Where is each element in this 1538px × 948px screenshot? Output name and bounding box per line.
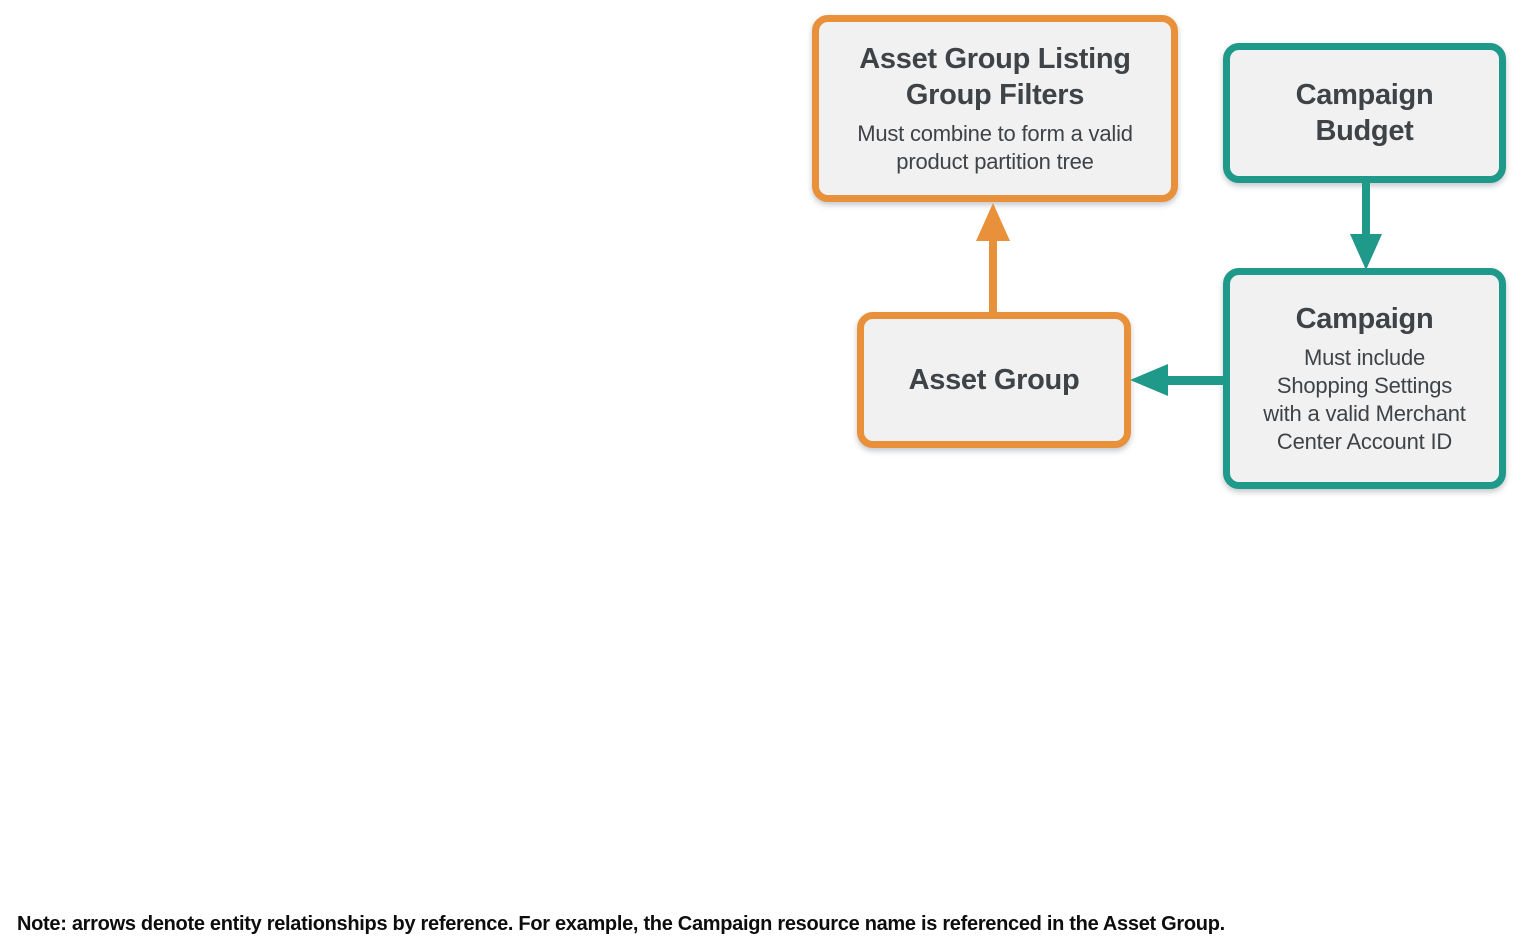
node-title-line: Budget <box>1315 115 1414 147</box>
node-asset-group-listing-group-filters: Asset Group Listing Group Filters Must c… <box>812 15 1178 202</box>
node-title: Campaign <box>1296 301 1434 337</box>
arrow-shaft <box>1362 183 1370 236</box>
arrow-shaft <box>989 239 997 314</box>
node-subtitle: Must combine to form a valid product par… <box>857 120 1133 176</box>
node-subtitle-line: with a valid Merchant <box>1263 401 1466 426</box>
arrow-head-left-icon <box>1130 364 1168 396</box>
node-title: Campaign Budget <box>1296 77 1434 149</box>
node-subtitle-line: Must combine to form a valid <box>857 121 1133 146</box>
arrow-head-up-icon <box>976 203 1010 241</box>
node-subtitle-line: Shopping Settings <box>1276 373 1453 398</box>
node-subtitle-line: Center Account ID <box>1276 429 1453 454</box>
node-title-line: Group Filters <box>905 79 1085 111</box>
node-title-line: Asset Group Listing <box>859 43 1131 75</box>
node-title-line: Asset Group <box>908 364 1080 396</box>
node-title: Asset Group <box>909 362 1080 398</box>
arrow-shaft <box>1164 376 1224 385</box>
arrow-head-down-icon <box>1350 234 1382 270</box>
node-title-line: Campaign <box>1295 303 1434 335</box>
node-subtitle-line: Must include <box>1303 345 1426 370</box>
node-title-line: Campaign <box>1295 79 1434 111</box>
footnote: Note: arrows denote entity relationships… <box>17 913 1225 935</box>
node-subtitle: Must include Shopping Settings with a va… <box>1263 344 1466 456</box>
node-campaign-budget: Campaign Budget <box>1223 43 1506 183</box>
node-subtitle-line: product partition tree <box>896 149 1094 174</box>
node-title: Asset Group Listing Group Filters <box>859 41 1131 113</box>
node-campaign: Campaign Must include Shopping Settings … <box>1223 268 1506 489</box>
node-asset-group: Asset Group <box>857 312 1131 448</box>
